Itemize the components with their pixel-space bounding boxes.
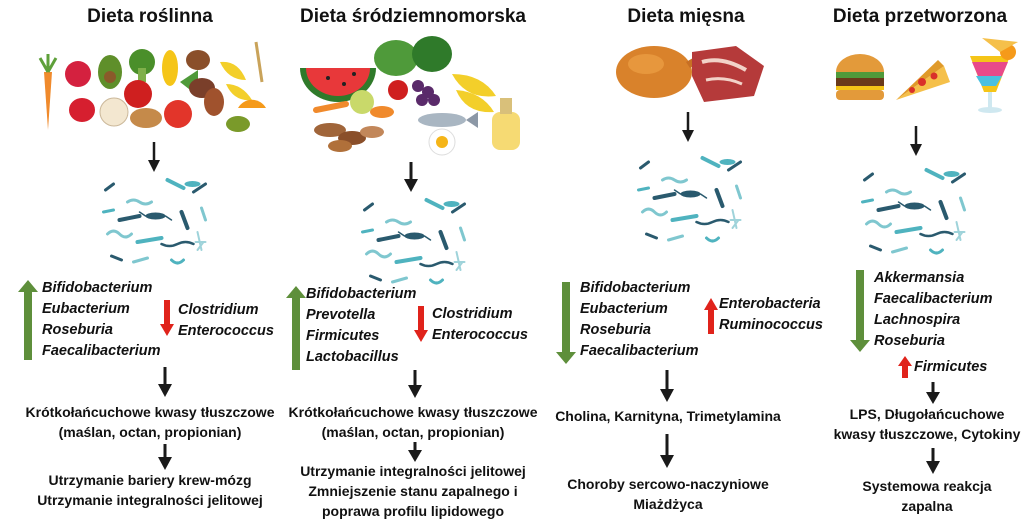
decreased-taxa-list: Bifidobacterium Eubacterium Roseburia Fa…	[580, 278, 698, 362]
gut-bacteria-icon	[854, 162, 979, 262]
decreased-taxa-list: Clostridium Enterococcus	[432, 304, 528, 346]
column-mediterranean-diet: Dieta śródziemnomorska Bifidobacterium P…	[282, 0, 552, 523]
decreased-taxa-list: Akkermansia Faecalibacterium Lachnospira…	[874, 268, 992, 352]
taxon: Faecalibacterium	[874, 291, 993, 307]
increased-taxa-list: Bifidobacterium Prevotella Firmicutes La…	[306, 284, 416, 368]
increased-taxa-list: Firmicutes	[914, 357, 987, 378]
taxon: Firmicutes	[306, 328, 380, 344]
taxon: Eubacterium	[42, 301, 130, 317]
increase-arrow-icon	[286, 286, 306, 370]
increase-arrow-icon	[898, 356, 912, 378]
flow-arrow-3	[660, 434, 674, 468]
taxon: Faecalibacterium	[42, 343, 161, 359]
taxon: Faecalibacterium	[580, 343, 699, 359]
taxon: Enterococcus	[432, 327, 528, 343]
column-meat-diet: Dieta mięsna Bifidobacterium Eubacterium…	[552, 0, 823, 523]
increase-arrow-icon	[18, 280, 38, 360]
flow-arrow-3	[158, 444, 172, 470]
flow-arrow-2	[158, 367, 172, 397]
flow-arrow-3	[926, 448, 940, 474]
taxon: Akkermansia	[874, 270, 965, 286]
outcome-text: Systemowa reakcja zapalna	[862, 478, 992, 514]
column-title: Dieta przetworzona	[832, 6, 1008, 27]
taxon: Clostridium	[432, 306, 513, 322]
taxon: Eubacterium	[580, 301, 668, 317]
increase-arrow-icon	[704, 298, 718, 334]
decrease-arrow-icon	[414, 306, 428, 342]
taxon: Roseburia	[42, 322, 113, 338]
flow-arrow-2	[660, 370, 674, 402]
increased-taxa-list: Bifidobacterium Eubacterium Roseburia Fa…	[42, 278, 160, 362]
outcome-text: Utrzymanie bariery krew-mózg Utrzymanie …	[37, 472, 263, 508]
taxon: Enterococcus	[178, 323, 274, 339]
decreased-taxa-list: Clostridium Enterococcus	[178, 300, 274, 342]
flow-arrow-3	[408, 442, 422, 462]
flow-arrow-2	[408, 370, 422, 398]
taxon: Bifidobacterium	[306, 286, 417, 302]
flow-arrow-1	[682, 112, 694, 142]
outcome-text: Choroby sercowo-naczyniowe Miażdżyca	[567, 476, 769, 512]
flow-arrow-1	[148, 142, 160, 172]
meat-icon	[616, 46, 764, 102]
taxon: Enterobacteria	[719, 296, 821, 312]
taxon: Firmicutes	[914, 359, 988, 375]
column-processed-diet: Dieta przetworzona Akkermansia Faecaliba…	[822, 0, 1024, 523]
gut-bacteria-icon	[95, 172, 220, 272]
flow-arrow-1	[404, 162, 418, 192]
taxon: Ruminococcus	[719, 317, 823, 333]
metabolite-text: Cholina, Karnityna, Trimetylamina	[555, 408, 781, 424]
vegetables-fruits-icon	[38, 41, 266, 132]
decrease-arrow-icon	[556, 282, 576, 364]
metabolite-text: LPS, Długołańcuchowe kwasy tłuszczowe, C…	[833, 406, 1021, 442]
column-title: Dieta śródziemnomorska	[300, 6, 526, 27]
flow-arrow-2	[926, 382, 940, 404]
metabolite-text: Krótkołańcuchowe kwasy tłuszczowe (maśla…	[288, 404, 538, 440]
taxon: Bifidobacterium	[42, 280, 153, 296]
taxon: Lactobacillus	[306, 349, 399, 365]
fast-food-icon	[836, 38, 1018, 113]
metabolite-text: Krótkołańcuchowe kwasy tłuszczowe (maśla…	[25, 404, 275, 440]
taxon: Lachnospira	[874, 312, 961, 328]
column-title: Dieta roślinna	[87, 6, 213, 27]
outcome-text: Utrzymanie integralności jelitowej Zmnie…	[300, 463, 526, 519]
gut-bacteria-icon	[354, 192, 479, 292]
decrease-arrow-icon	[160, 300, 174, 336]
taxon: Clostridium	[178, 302, 259, 318]
taxon: Roseburia	[580, 322, 651, 338]
taxon: Prevotella	[306, 307, 376, 323]
increased-taxa-list: Enterobacteria Ruminococcus	[719, 294, 823, 336]
mediterranean-food-icon	[300, 36, 520, 156]
column-plant-diet: Dieta roślinna Bifidobacterium Eubacteri…	[0, 0, 280, 523]
gut-bacteria-icon	[630, 150, 755, 250]
taxon: Roseburia	[874, 333, 945, 349]
decrease-arrow-icon	[850, 270, 870, 352]
column-title: Dieta mięsna	[627, 6, 745, 27]
flow-arrow-1	[910, 126, 922, 156]
taxon: Bifidobacterium	[580, 280, 691, 296]
